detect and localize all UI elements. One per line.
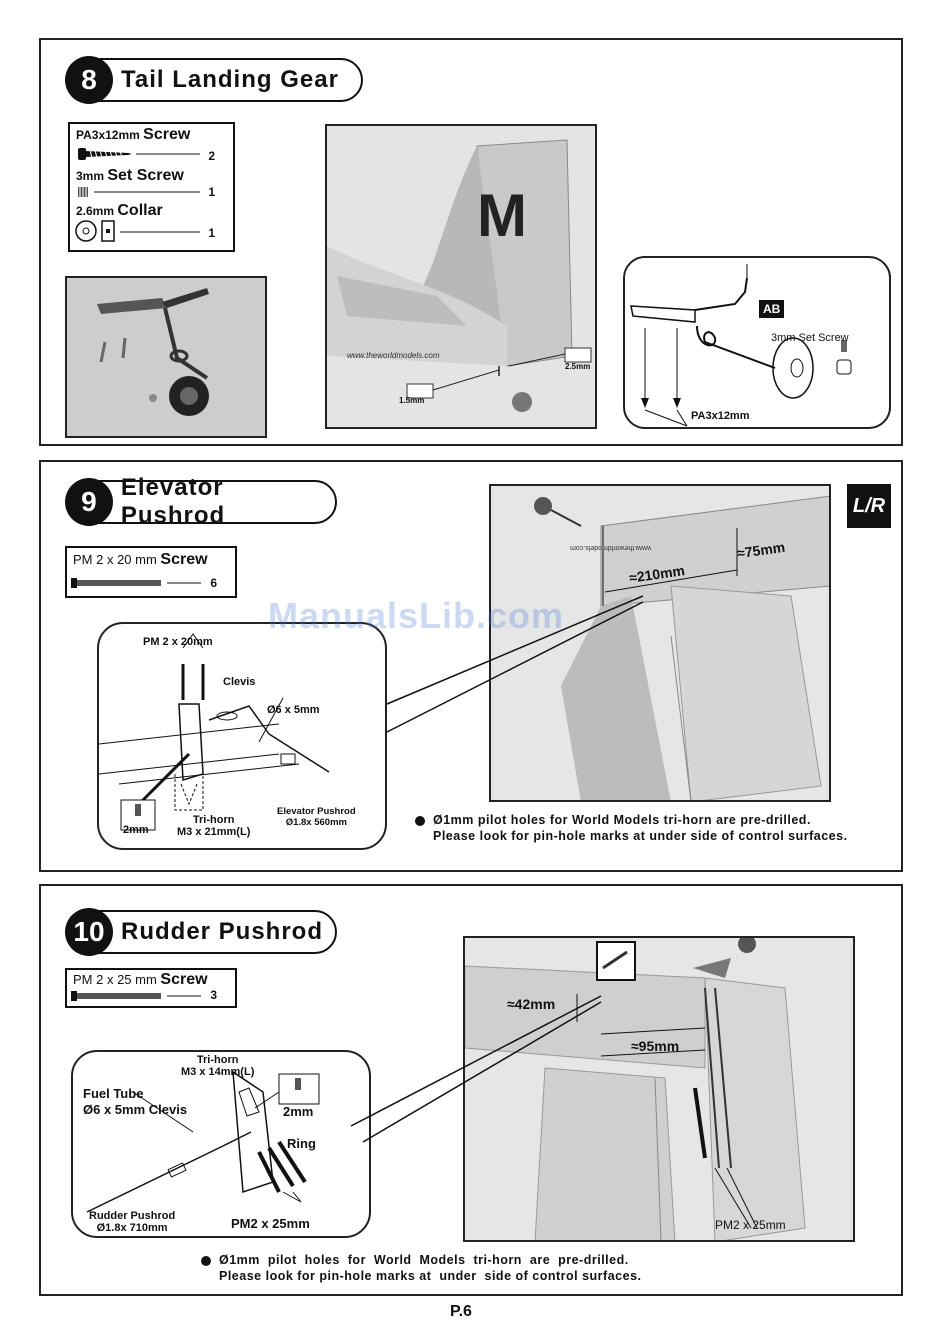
step-9-title: Elevator Pushrod: [120, 474, 226, 529]
step-10-number: 10: [65, 908, 113, 956]
tail-url-text: www.theworldmodels.com: [347, 351, 440, 360]
elevator-pilot-hole-note: Ø1mm pilot holes for World Models tri-ho…: [415, 812, 848, 844]
step-8-section: 8 Tail Landing Gear PA3x12mm Screw 2 3mm…: [39, 38, 903, 446]
size-clevis-label: Ø6 x 5mm Clevis: [83, 1102, 188, 1117]
part-set-screw-qty: 1: [208, 185, 215, 199]
ring-label: Ring: [287, 1136, 316, 1151]
tail-letter: M: [477, 182, 527, 249]
rudder-pilot-hole-note: Ø1mm pilot holes for World Models tri-ho…: [201, 1252, 642, 1284]
step-9-number: 9: [65, 478, 113, 526]
clevis-label: Clevis: [223, 676, 256, 688]
pm-screw-label: PM 2 x 20mm: [143, 636, 213, 648]
step-10-title-pill: 10 Rudder Pushrod: [65, 908, 337, 956]
tail-gear-exploded-diagram: [630, 264, 852, 427]
step-10-section: 10 Rudder Pushrod PM 2 x 25 mm Screw 3: [39, 884, 903, 1296]
tail-illustration: M www.theworldmodels.com: [327, 126, 595, 427]
part-set-screw-label: 3mm Set Screw: [76, 167, 184, 184]
elevator-url-text: www.theworldmodels.com: [570, 544, 652, 551]
manualslib-watermark: ManualsLib.com: [268, 595, 565, 636]
drill-label-1-5mm: 1.5mm: [399, 396, 425, 405]
tail-photo: M www.theworldmodels.com 1.5mm 2.5mm: [325, 124, 597, 429]
step-8-title: Tail Landing Gear: [121, 66, 339, 93]
rudder-horn-diagram: [86, 1070, 320, 1213]
part-collar-qty: 1: [208, 226, 215, 240]
fuel-tube-size-label: Ø6 x 5mm: [267, 704, 320, 716]
left-right-badge: L/R: [847, 484, 891, 528]
set-screw-callout-label: 3mm Set Screw: [771, 332, 849, 344]
dimension-95mm: ≈95mm: [631, 1038, 680, 1054]
tail-gear-parts-illustration: [67, 278, 265, 436]
step-8-title-pill: 8 Tail Landing Gear: [65, 56, 363, 104]
step-8-number: 8: [65, 56, 113, 104]
step-9-part-qty: 6: [210, 576, 217, 590]
drill-2mm-label: 2mm: [283, 1104, 314, 1119]
step-8-parts-box: PA3x12mm Screw 2 3mm Set Screw 1 2.6mm C…: [68, 122, 235, 252]
part-screw-label: PA3x12mm Screw: [76, 126, 191, 143]
screw-icon: [71, 578, 201, 588]
rudder-photo: ≈42mm ≈95mm PM2 x 25mm: [463, 936, 855, 1242]
step-9-title-pill: 9 Elevator Pushrod: [65, 474, 337, 529]
part-collar-label: 2.6mm Collar: [76, 202, 163, 219]
step-10-part-qty: 3: [210, 988, 217, 1002]
drill-label-2-5mm: 2.5mm: [565, 362, 591, 371]
ab-badge: AB: [759, 300, 785, 318]
photo-pm-screw-label: PM2 x 25mm: [715, 1218, 786, 1232]
dimension-42mm: ≈42mm: [507, 996, 556, 1012]
step-9-part-label: PM 2 x 20 mm Screw: [73, 551, 208, 568]
screw-callout-label: PA3x12mm: [691, 410, 750, 422]
step-10-title: Rudder Pushrod: [121, 918, 324, 945]
pm-screw-label: PM2 x 25mm: [231, 1216, 310, 1231]
screw-icon: [71, 991, 201, 1001]
fuel-tube-label: Fuel Tube: [83, 1086, 144, 1101]
elevator-illustration: www.theworldmodels.com: [491, 486, 829, 800]
elevator-horn-diagram: [99, 633, 330, 831]
tail-gear-parts-photo: [65, 276, 267, 438]
step-10-part-label: PM 2 x 25 mm Screw: [73, 971, 208, 988]
step-9-parts-box: PM 2 x 20 mm Screw 6: [65, 546, 237, 598]
drill-2mm-label: 2mm: [123, 824, 149, 836]
step-9-section: 9 Elevator Pushrod PM 2 x 20 mm Screw 6: [39, 460, 903, 872]
rudder-illustration: [465, 938, 853, 1240]
elevator-photo: www.theworldmodels.com ≈210mm ≈75mm: [489, 484, 831, 802]
step-10-parts-box: PM 2 x 25 mm Screw 3: [65, 968, 237, 1008]
screw-icon: [75, 148, 200, 242]
page-number: P.6: [450, 1303, 472, 1320]
tail-gear-callout: AB 3mm Set Screw PA3x12mm: [623, 256, 891, 429]
part-screw-qty: 2: [208, 149, 215, 163]
